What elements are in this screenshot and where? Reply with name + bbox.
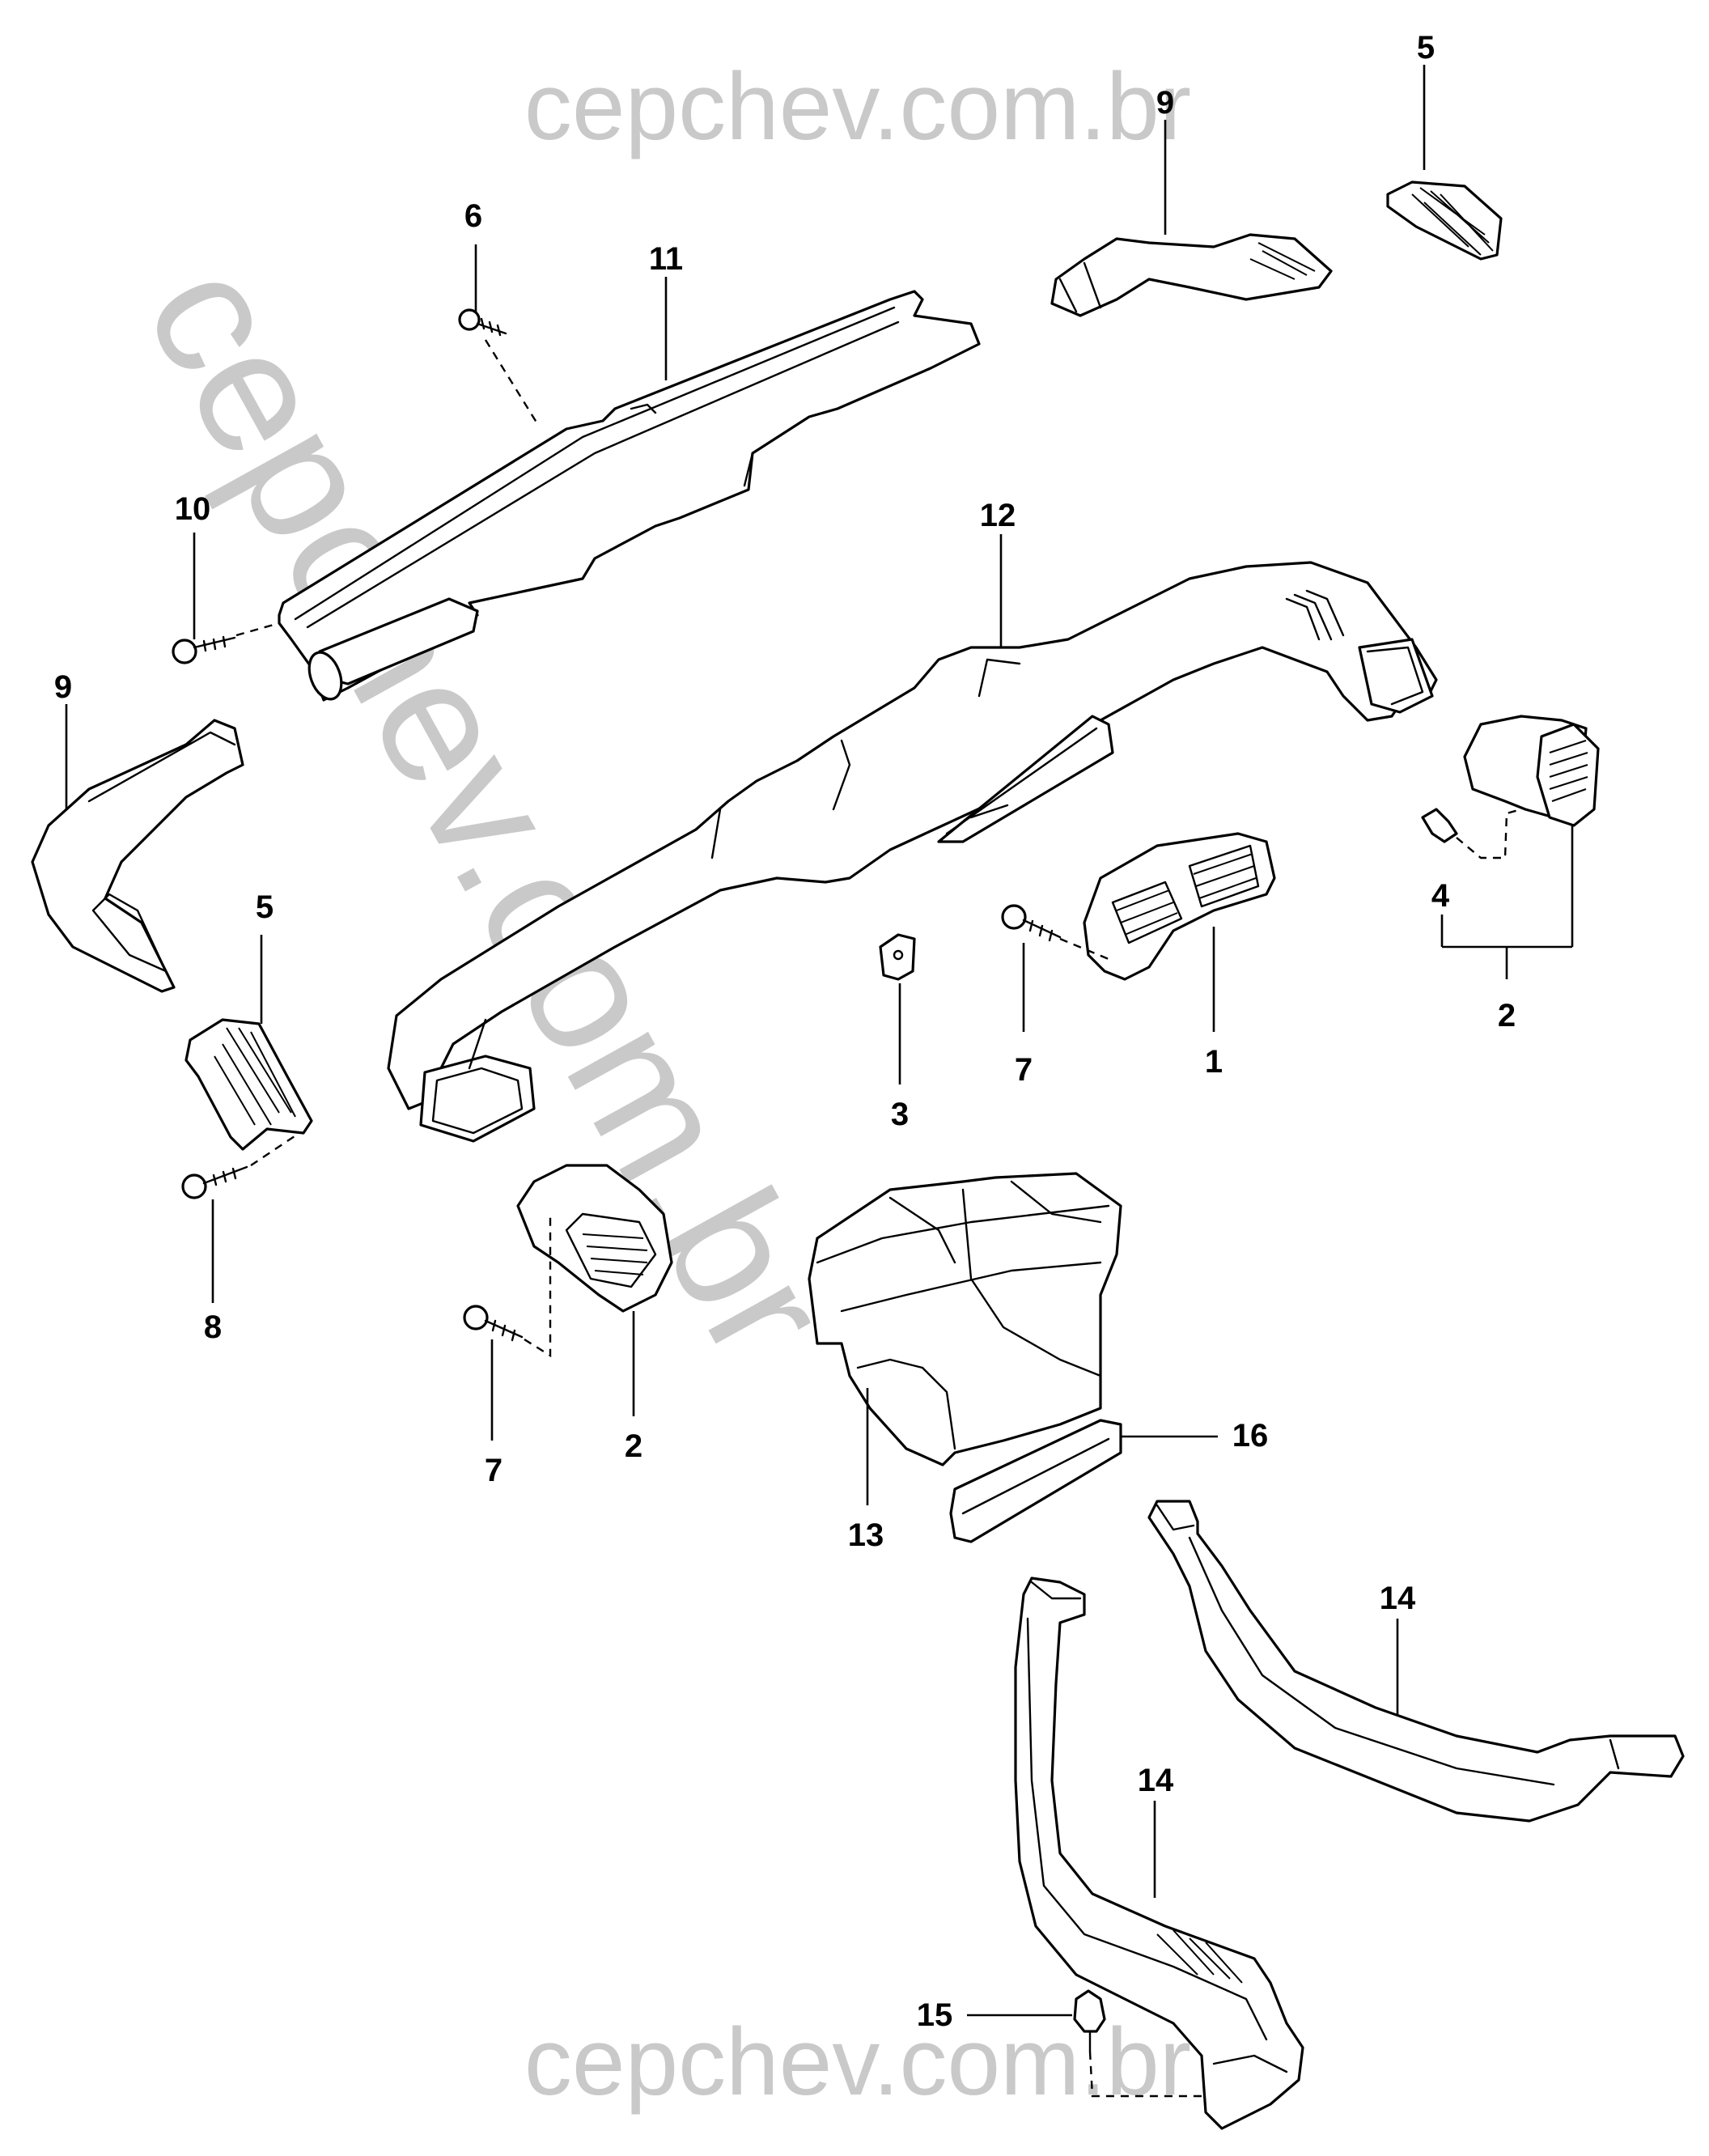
callout-3: 3 — [891, 1097, 909, 1132]
callout-2-lower: 2 — [625, 1428, 642, 1464]
callout-14-right: 14 — [1380, 1581, 1416, 1616]
callout-1: 1 — [1205, 1044, 1223, 1080]
callout-14-lower: 14 — [1138, 1763, 1174, 1798]
callout-9-left: 9 — [54, 669, 72, 705]
console-duct-part-13 — [808, 1172, 1122, 1466]
screw-part-10 — [172, 635, 236, 664]
floor-duct-part-14-right — [1147, 1500, 1685, 1823]
callout-15: 15 — [917, 1997, 953, 2033]
side-duct-part-9-left — [31, 719, 244, 993]
screw-part-7-lower — [463, 1305, 524, 1342]
main-duct-part-12 — [387, 561, 1438, 1143]
callout-2-right: 2 — [1498, 998, 1516, 1033]
seal-strip-part-16 — [949, 1419, 1122, 1543]
callout-8: 8 — [204, 1309, 222, 1345]
callout-9-top: 9 — [1156, 85, 1174, 121]
vent-assembly-part-2-right — [1463, 715, 1600, 827]
callout-7-right: 7 — [1015, 1052, 1033, 1088]
callout-12: 12 — [980, 498, 1016, 533]
callout-16: 16 — [1232, 1418, 1269, 1454]
side-duct-part-9-top — [1050, 233, 1333, 317]
side-vent-part-5-top — [1386, 180, 1503, 261]
callout-6: 6 — [464, 198, 482, 234]
leader-lines — [65, 65, 1574, 2098]
center-vent-part-1 — [1083, 832, 1276, 981]
callout-11: 11 — [649, 241, 683, 277]
clip-part-4 — [1421, 808, 1458, 843]
vent-assembly-part-2-lower — [516, 1164, 673, 1313]
clip-part-15 — [1073, 1989, 1106, 2053]
watermark-top: cepchev.com.br — [524, 53, 1191, 160]
callout-5-top: 5 — [1417, 30, 1435, 66]
callout-10: 10 — [175, 491, 211, 527]
upper-duct-part-11 — [278, 290, 981, 702]
screw-part-6 — [458, 308, 507, 337]
callout-7-lower: 7 — [485, 1453, 503, 1488]
side-vent-part-5-left — [184, 1018, 313, 1151]
screw-part-7-right — [1001, 904, 1062, 942]
callout-labels: 5 9 6 11 10 12 9 5 4 2 1 7 3 8 2 7 16 13… — [54, 30, 1516, 2033]
callout-13: 13 — [848, 1517, 884, 1553]
clip-part-3 — [879, 933, 916, 981]
floor-duct-part-14-lower — [1014, 1577, 1304, 2130]
callout-5-left: 5 — [256, 889, 274, 925]
callout-4: 4 — [1431, 878, 1450, 914]
screw-part-8 — [181, 1165, 248, 1199]
